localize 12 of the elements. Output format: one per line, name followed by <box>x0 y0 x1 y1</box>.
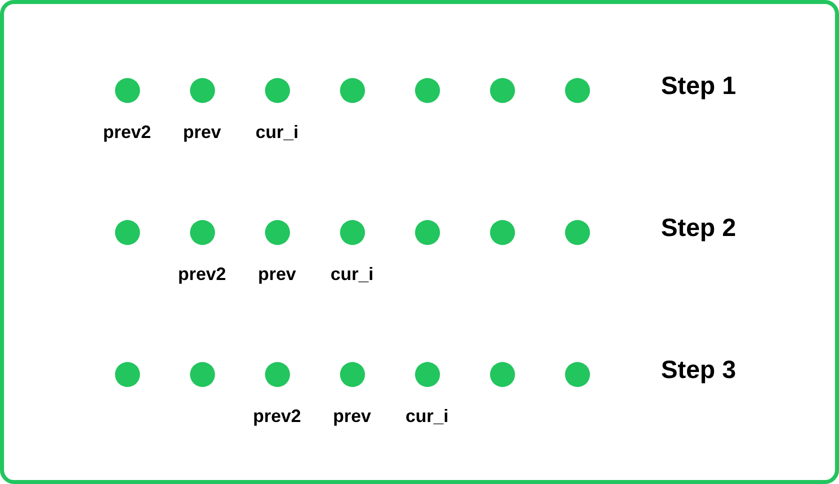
variable-label: prev2 <box>252 406 302 426</box>
step-label: Step 2 <box>661 213 736 243</box>
variable-label: prev <box>182 122 222 142</box>
variable-label: prev <box>258 264 296 284</box>
variable-label: cur_i <box>255 122 299 142</box>
step-label: Step 1 <box>661 71 736 101</box>
variable-label: cur_i <box>330 264 374 284</box>
variable-label: prev <box>332 406 372 426</box>
step-label: Step 3 <box>661 355 736 385</box>
variable-label: cur_i <box>405 406 449 426</box>
variable-label: prev2 <box>178 264 226 284</box>
variable-label: prev2 <box>102 122 152 142</box>
